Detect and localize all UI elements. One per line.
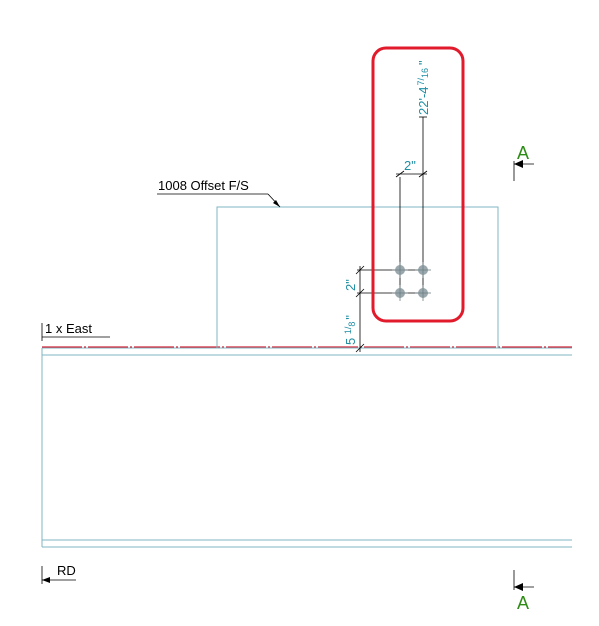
bolt-group[interactable] xyxy=(392,262,431,301)
section-marker-top[interactable]: A xyxy=(513,143,534,181)
bolt-extension-lines xyxy=(357,117,424,294)
section-marker-bottom[interactable]: A xyxy=(513,570,534,613)
plate-callout-label: 1008 Offset F/S xyxy=(158,178,249,193)
plate-callout: 1008 Offset F/S xyxy=(157,178,281,208)
beam xyxy=(41,347,572,548)
callout-arrow-icon xyxy=(273,200,280,207)
rd-arrow-icon xyxy=(42,577,50,583)
bolt-pitch-label: 2" xyxy=(343,279,358,291)
elevation-label: 22'-47/16" xyxy=(416,60,431,115)
bolt-crosshair-icon[interactable] xyxy=(415,262,431,278)
beam-east-label: 1 x East xyxy=(45,321,92,336)
bolt-gauge-label: 2" xyxy=(404,158,416,173)
edge-distance-main: 5 xyxy=(343,334,358,345)
elevation-den: 16 xyxy=(420,68,430,78)
beam-east-tag: 1 x East xyxy=(41,321,110,341)
elevation-num: 7 xyxy=(416,80,426,85)
elevation-main: 22'-4 xyxy=(416,86,431,115)
edge-distance-den: 8 xyxy=(347,322,357,327)
edge-distance-num: 1 xyxy=(343,329,353,334)
vertical-dimension xyxy=(355,265,365,353)
connection-plate[interactable] xyxy=(216,206,499,349)
section-label-top: A xyxy=(517,143,529,163)
bolt-crosshair-icon[interactable] xyxy=(392,262,408,278)
section-arrow-icon xyxy=(514,160,523,168)
highlight-box xyxy=(371,46,465,323)
bolt-gauge-dimension: 2" xyxy=(395,158,428,178)
beam-rd-tag: RD xyxy=(41,563,76,584)
bolt-crosshair-icon[interactable] xyxy=(415,285,431,301)
elevation-unit: " xyxy=(416,60,431,65)
edge-distance-label: 5 1/8" xyxy=(343,315,358,345)
edge-distance-unit: " xyxy=(343,315,358,320)
beam-rd-label: RD xyxy=(57,563,76,578)
section-arrow-icon xyxy=(514,583,523,591)
bolt-crosshair-icon[interactable] xyxy=(392,285,408,301)
section-label-bottom: A xyxy=(517,593,529,613)
